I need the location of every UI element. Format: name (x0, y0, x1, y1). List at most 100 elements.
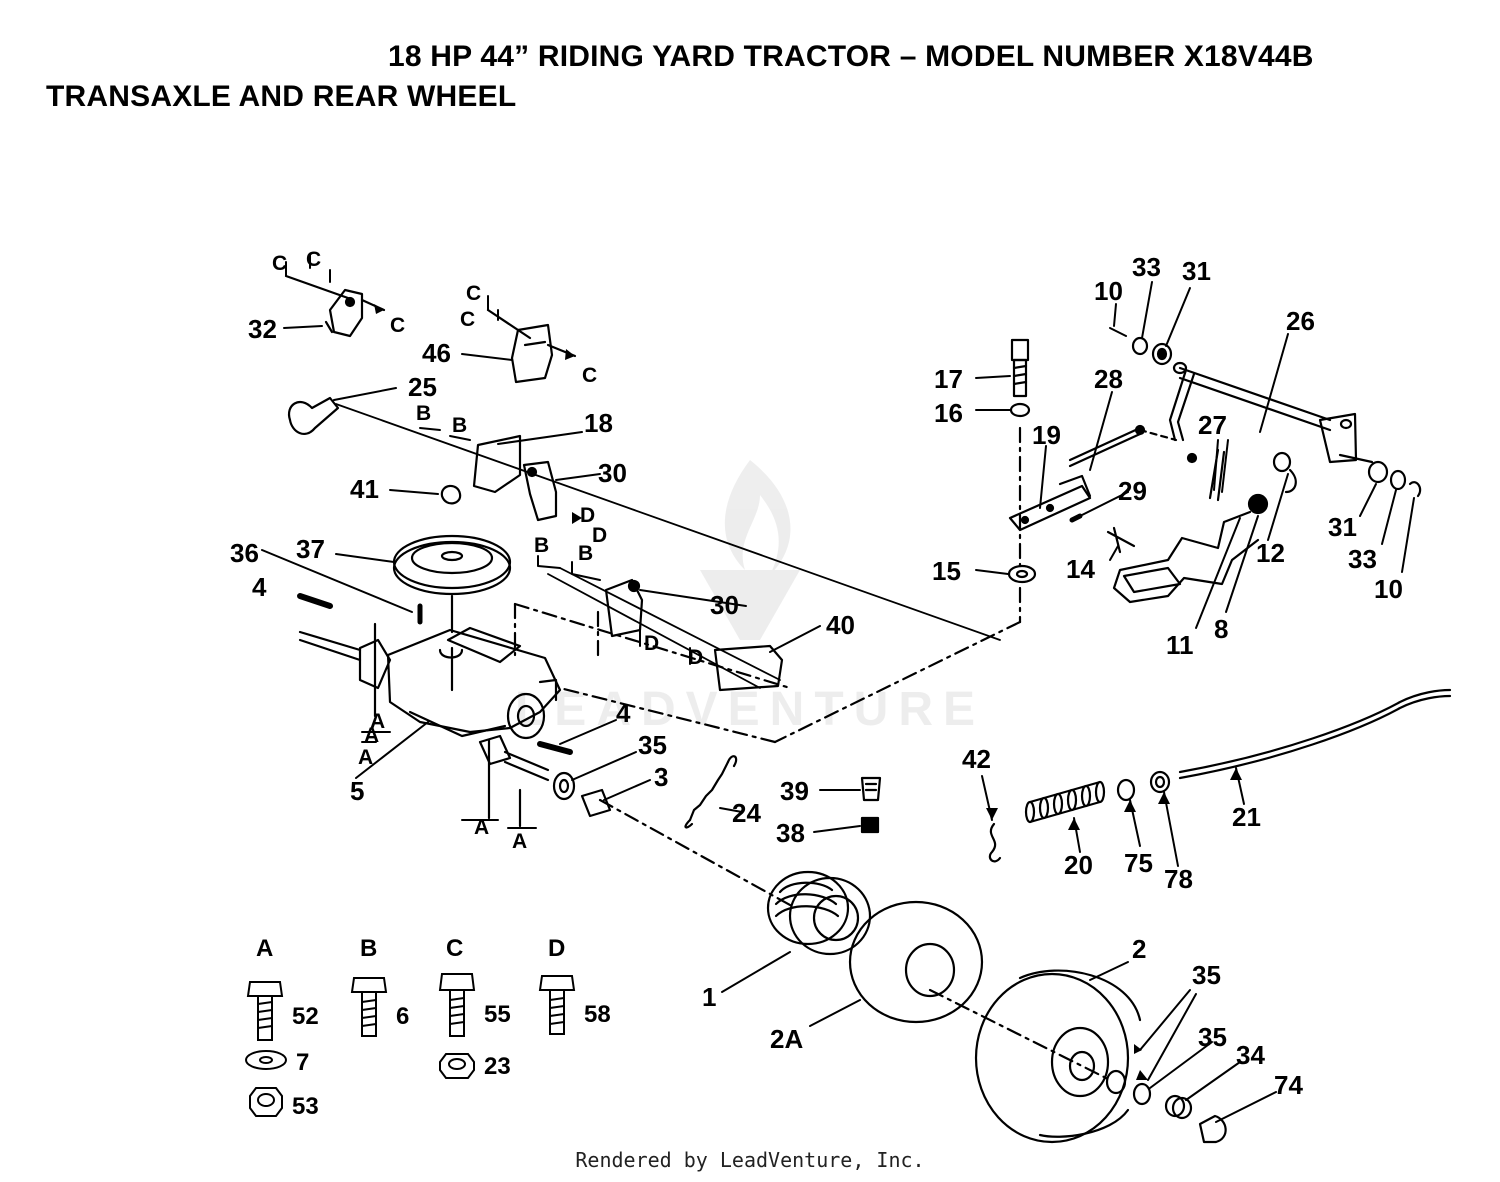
callout-4-lower: 4 (616, 698, 631, 728)
part-21-rod (1178, 688, 1452, 780)
model-title: 18 HP 44” RIDING YARD TRACTOR – MODEL NU… (388, 40, 1314, 73)
callout-10-right: 10 (1374, 574, 1403, 604)
callout-11: 11 (1166, 630, 1194, 660)
callout-40: 40 (826, 610, 855, 640)
bolt-52-icon (246, 981, 284, 1041)
callout-2a: 2A (770, 1024, 803, 1054)
callout-28: 28 (1094, 364, 1123, 394)
callout-14: 14 (1066, 554, 1095, 584)
part-35-washer-left (552, 771, 576, 801)
bolt-55-icon (438, 973, 476, 1037)
callout-35-upper-right: 35 (1192, 960, 1221, 990)
letter-ref-b: B (534, 534, 549, 557)
part-78-nut (1149, 770, 1171, 794)
letter-ref-a: A (358, 746, 373, 769)
callout-25: 25 (408, 372, 437, 402)
callout-26: 26 (1286, 306, 1315, 336)
part-5-transaxle (298, 622, 562, 828)
letter-references: C C C C C C B B B B D D D D A A A A A (272, 248, 703, 853)
watermark-flame-icon (724, 460, 791, 575)
callout-16: 16 (934, 398, 963, 428)
callout-15: 15 (932, 556, 961, 586)
part-26-cross-shaft (1168, 361, 1374, 464)
part-1-hub (766, 870, 872, 956)
letter-ref-d: D (644, 632, 659, 655)
part-30-upper (522, 460, 558, 522)
part-29-pin-a (1186, 452, 1198, 464)
hardware-key-letter-b: B (360, 935, 377, 962)
letter-ref-a: A (370, 710, 385, 733)
callout-41: 41 (350, 474, 379, 504)
washer-7-icon (245, 1050, 287, 1070)
callout-37: 37 (296, 534, 325, 564)
callout-38: 38 (776, 818, 805, 848)
callout-39: 39 (780, 776, 809, 806)
arrowheads (374, 304, 1242, 1080)
assembly-lines (513, 426, 1112, 1082)
callout-labels: 1 2 2A 3 4 4 5 8 10 10 11 12 14 15 16 17… (230, 252, 1403, 1100)
letter-ref-c: C (306, 248, 321, 271)
bolt-6-icon (350, 977, 388, 1037)
part-42-clip (988, 822, 1002, 863)
callout-31-upper: 31 (1182, 256, 1211, 286)
letter-ref-d: D (688, 646, 703, 669)
callout-35-lower-right: 35 (1198, 1022, 1227, 1052)
callout-32: 32 (248, 314, 277, 344)
letter-ref-a: A (512, 830, 527, 853)
letter-ref-b: B (578, 542, 593, 565)
nut-53-icon (249, 1087, 283, 1117)
part-28-rod (1068, 424, 1178, 468)
part-4-key-upper (297, 593, 333, 609)
part-2a-tube (848, 900, 984, 1024)
part-15-washer (1007, 564, 1037, 584)
callout-4-upper: 4 (252, 572, 267, 602)
letter-ref-c: C (390, 314, 405, 337)
part-12-bushing (1272, 451, 1297, 494)
part-10-pin-right (1408, 481, 1422, 498)
callout-24: 24 (732, 798, 761, 828)
callout-42: 42 (962, 744, 991, 774)
letter-ref-d: D (580, 504, 595, 527)
letter-ref-b: B (452, 414, 467, 437)
callout-8: 8 (1214, 614, 1228, 644)
callout-30-upper: 30 (598, 458, 627, 488)
callout-31-right: 31 (1328, 512, 1357, 542)
part-33-washer-right (1389, 469, 1407, 491)
part-39-fitting (860, 776, 882, 802)
part-14-clip (1106, 526, 1136, 554)
letter-ref-b: B (416, 402, 431, 425)
letter-ref-a: A (474, 816, 489, 839)
hardware-key-part-55: 55 (484, 1001, 511, 1028)
nut-23-icon (439, 1053, 475, 1079)
part-35-washer-right-a (1105, 1069, 1127, 1095)
bolt-58-icon (538, 975, 576, 1035)
watermark: LEADVENTURE (515, 460, 975, 736)
hardware-key-letter-d: D (548, 935, 565, 962)
hardware-key-part-58: 58 (584, 1001, 611, 1028)
hardware-key-letter-c: C (446, 935, 463, 962)
letter-ref-d: D (592, 524, 607, 547)
part-19-bracket (1008, 474, 1092, 532)
part-16-washer (1009, 402, 1031, 418)
letter-ref-c: C (466, 282, 481, 305)
footer-credit: Rendered by LeadVenture, Inc. (575, 1148, 925, 1172)
hardware-key: A B C D (245, 935, 611, 1120)
part-38-cap (860, 816, 880, 834)
letter-ref-c: C (272, 252, 287, 275)
part-74-cap (1198, 1114, 1227, 1144)
callout-29: 29 (1118, 476, 1147, 506)
callout-21: 21 (1232, 802, 1261, 832)
callout-33-upper: 33 (1132, 252, 1161, 282)
part-31-bushing-right (1367, 460, 1389, 484)
callout-34: 34 (1236, 1040, 1265, 1070)
callout-36: 36 (230, 538, 259, 568)
section-title: TRANSAXLE AND REAR WHEEL (46, 80, 517, 113)
hardware-key-part-23: 23 (484, 1053, 511, 1080)
part-35-washer-right-b (1132, 1082, 1152, 1106)
part-46-bracket (486, 308, 577, 384)
callout-12: 12 (1256, 538, 1285, 568)
callout-3: 3 (654, 762, 668, 792)
callout-46: 46 (422, 338, 451, 368)
